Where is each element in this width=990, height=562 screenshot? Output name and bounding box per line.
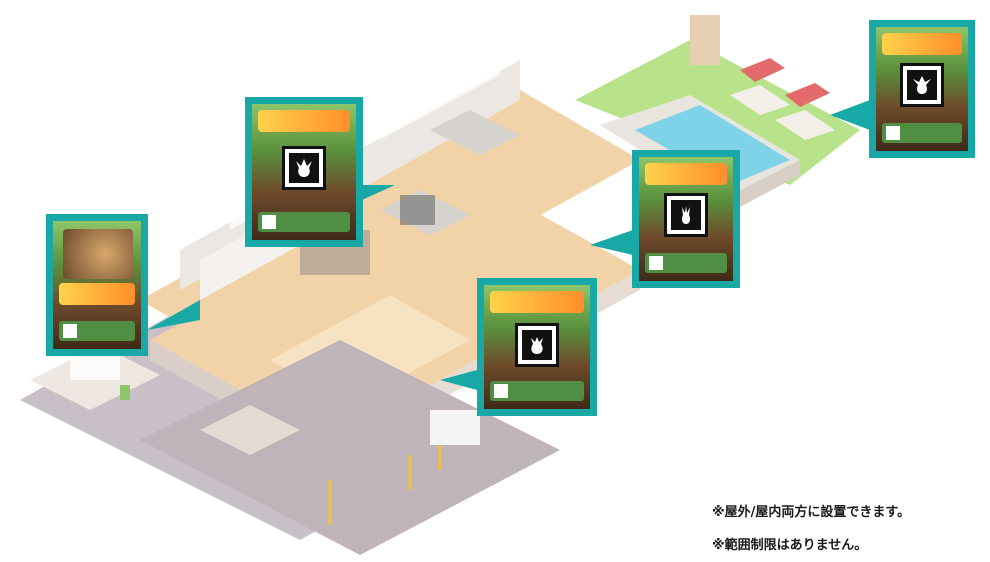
car <box>430 410 480 445</box>
note-outdoor-indoor: ※屋外/屋内両方に設置できます。 <box>712 505 911 520</box>
note-no-range-limit: ※範囲制限はありません。 <box>712 538 868 553</box>
poster-center <box>477 278 597 416</box>
qr-code-icon <box>494 384 508 398</box>
poster-top-right <box>869 20 975 158</box>
triceratops-photo <box>63 229 133 279</box>
poster-logo <box>258 110 350 132</box>
footprint-icon <box>682 206 690 224</box>
callout-pointer <box>147 300 200 330</box>
poster-top-left <box>245 97 363 247</box>
poster-logo <box>645 163 727 185</box>
footprint-icon <box>296 159 312 177</box>
qr-code-icon <box>886 126 900 140</box>
ar-marker <box>900 63 944 107</box>
footprint-icon <box>913 76 931 94</box>
poster-left <box>46 214 148 356</box>
poster-logo <box>490 291 584 313</box>
ar-marker <box>515 323 559 367</box>
parking-level <box>140 340 560 555</box>
poster-logo <box>59 283 135 305</box>
poster-logo <box>882 33 962 55</box>
qr-code-icon <box>649 256 663 270</box>
ar-marker <box>282 146 326 190</box>
qr-code-icon <box>63 324 77 338</box>
callout-pointer <box>590 230 633 255</box>
poster-right <box>632 150 740 288</box>
callout-pointer <box>830 100 870 130</box>
footprint-icon <box>531 337 543 354</box>
treadmill <box>400 195 435 225</box>
callout-pointer <box>362 185 395 200</box>
bed <box>430 110 520 155</box>
notes: ※屋外/屋内両方に設置できます。 ※範囲制限はありません。 <box>712 496 910 562</box>
ar-marker <box>664 193 708 237</box>
parasol <box>785 83 830 107</box>
statue <box>690 15 720 65</box>
pool-area <box>575 15 860 215</box>
callout-pointer <box>440 370 477 390</box>
parasol <box>740 58 785 82</box>
qr-code-icon <box>262 215 276 229</box>
